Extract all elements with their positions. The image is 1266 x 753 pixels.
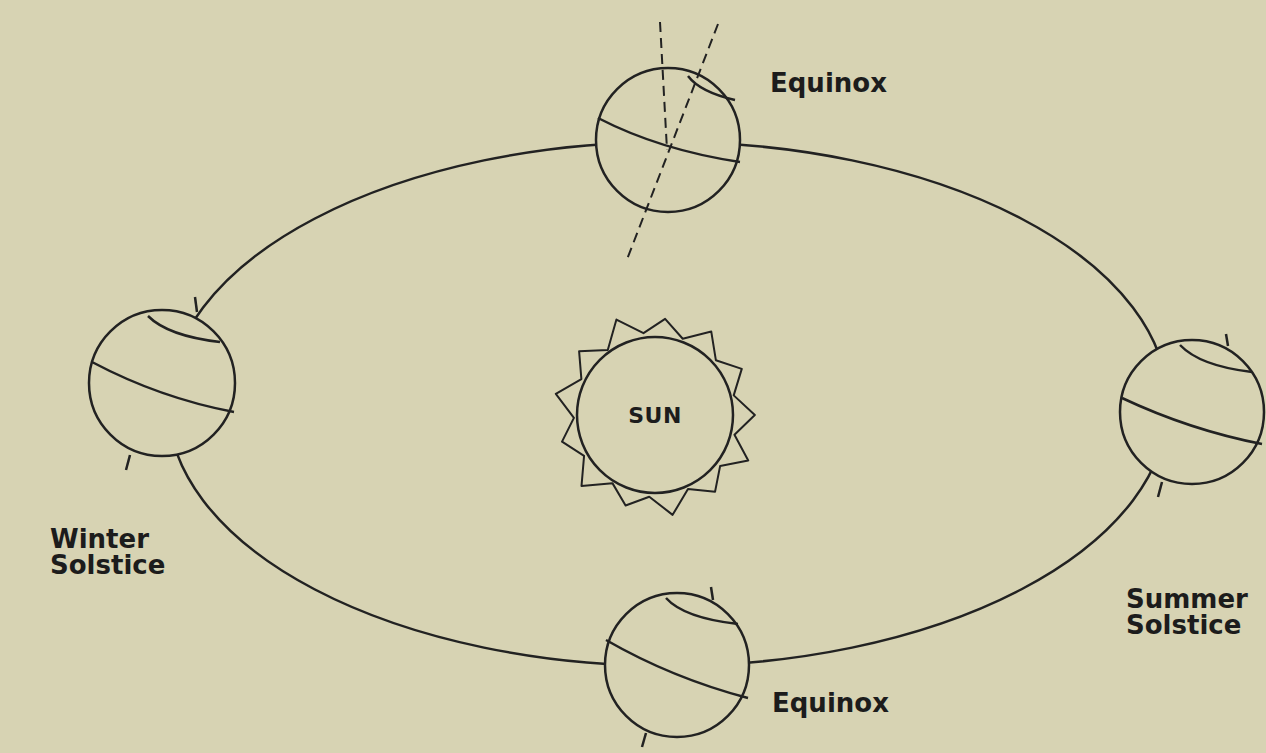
orbit-ellipse xyxy=(168,142,1168,666)
earth-globe xyxy=(89,297,235,470)
sun-circle: SUN xyxy=(540,300,770,530)
earth-globe xyxy=(605,587,749,747)
season-label: Summer Solstice xyxy=(1126,586,1248,638)
season-label: Equinox xyxy=(770,70,887,96)
season-label: Equinox xyxy=(772,690,889,716)
sun-label: SUN xyxy=(628,403,682,428)
earth-globe xyxy=(596,22,740,262)
earth-globe xyxy=(1120,334,1264,497)
season-label: Winter Solstice xyxy=(50,526,165,578)
